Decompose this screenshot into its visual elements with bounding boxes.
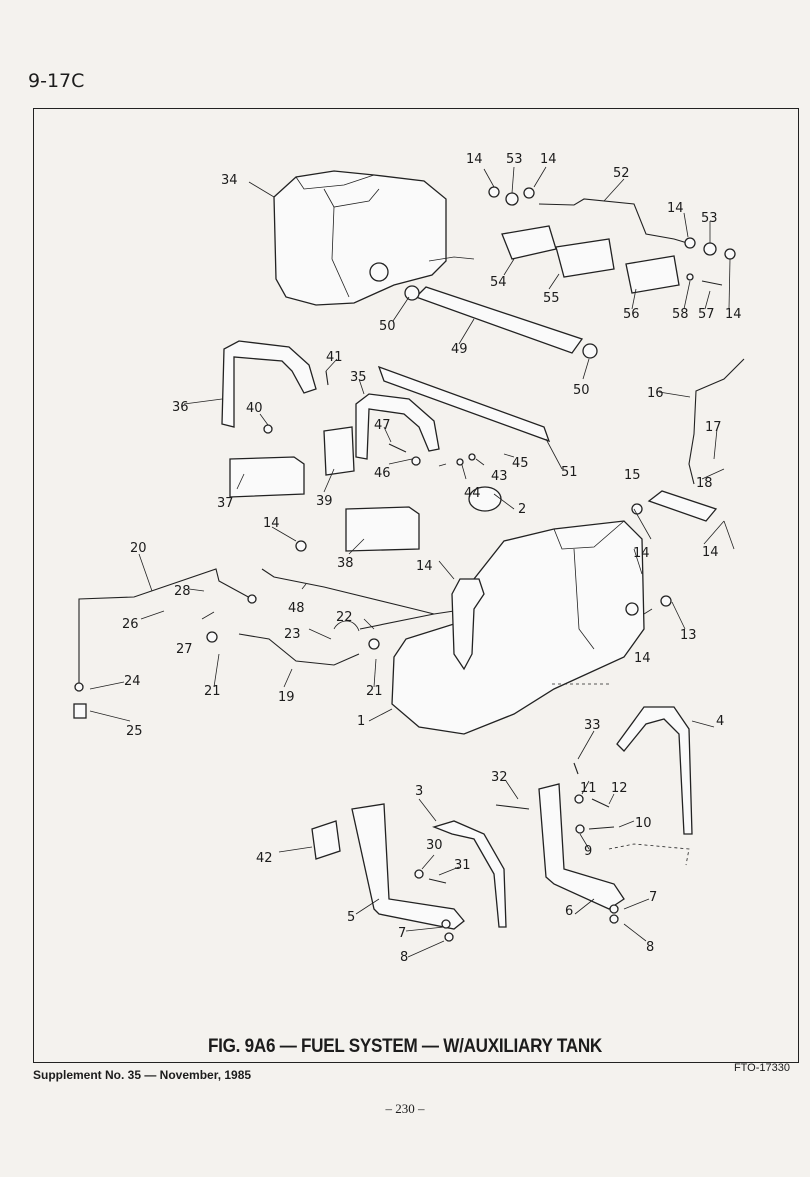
svg-text:23: 23 — [284, 627, 301, 642]
svg-text:26: 26 — [122, 617, 139, 632]
svg-text:14: 14 — [634, 651, 651, 666]
svg-text:14: 14 — [725, 307, 742, 322]
svg-text:46: 46 — [374, 466, 391, 481]
lower-straps — [311, 683, 693, 930]
svg-text:49: 49 — [451, 342, 468, 357]
svg-text:34: 34 — [221, 173, 238, 188]
svg-text:6: 6 — [565, 904, 573, 919]
svg-text:7: 7 — [398, 926, 406, 941]
svg-text:33: 33 — [584, 718, 601, 733]
svg-text:30: 30 — [426, 838, 443, 853]
svg-text:53: 53 — [506, 152, 523, 167]
svg-text:9: 9 — [584, 844, 592, 859]
page-number: – 230 – — [385, 1101, 425, 1116]
svg-text:5: 5 — [347, 910, 355, 925]
svg-text:42: 42 — [256, 851, 273, 866]
hose — [404, 285, 598, 359]
svg-text:7: 7 — [649, 890, 657, 905]
svg-text:53: 53 — [701, 211, 718, 226]
fuel-lines — [78, 358, 745, 689]
svg-text:45: 45 — [512, 456, 529, 471]
svg-text:14: 14 — [540, 152, 557, 167]
svg-text:14: 14 — [466, 152, 483, 167]
svg-text:38: 38 — [337, 556, 354, 571]
fittings — [488, 186, 736, 286]
tank-brackets — [501, 225, 680, 294]
svg-text:28: 28 — [174, 584, 191, 599]
svg-text:14: 14 — [416, 559, 433, 574]
svg-text:39: 39 — [316, 494, 333, 509]
svg-text:43: 43 — [491, 469, 508, 484]
main-tank — [391, 486, 672, 735]
svg-text:51: 51 — [561, 465, 578, 480]
svg-text:20: 20 — [130, 541, 147, 556]
svg-text:37: 37 — [217, 496, 234, 511]
svg-text:36: 36 — [172, 400, 189, 415]
svg-text:27: 27 — [176, 642, 193, 657]
svg-text:4: 4 — [716, 714, 724, 729]
figure-caption: FIG. 9A6 — FUEL SYSTEM — W/AUXILIARY TAN… — [207, 1036, 602, 1057]
svg-text:2: 2 — [518, 502, 526, 517]
svg-text:22: 22 — [336, 610, 353, 625]
svg-text:48: 48 — [288, 601, 305, 616]
leader-lines — [89, 166, 735, 958]
svg-text:8: 8 — [400, 950, 408, 965]
svg-text:13: 13 — [680, 628, 697, 643]
svg-text:10: 10 — [635, 816, 652, 831]
svg-text:35: 35 — [350, 370, 367, 385]
svg-text:3: 3 — [415, 784, 423, 799]
svg-text:54: 54 — [490, 275, 507, 290]
svg-text:24: 24 — [124, 674, 141, 689]
svg-text:56: 56 — [623, 307, 640, 322]
fuel-line — [538, 198, 695, 246]
svg-text:50: 50 — [573, 383, 590, 398]
svg-text:47: 47 — [374, 418, 391, 433]
svg-text:16: 16 — [647, 386, 664, 401]
tank-straps — [221, 340, 551, 552]
svg-text:1: 1 — [357, 714, 365, 729]
svg-text:19: 19 — [278, 690, 295, 705]
svg-text:18: 18 — [696, 476, 713, 491]
svg-text:14: 14 — [263, 516, 280, 531]
svg-text:14: 14 — [667, 201, 684, 216]
svg-text:21: 21 — [204, 684, 221, 699]
svg-text:31: 31 — [454, 858, 471, 873]
svg-text:14: 14 — [633, 546, 650, 561]
svg-text:52: 52 — [613, 166, 630, 181]
svg-text:17: 17 — [705, 420, 722, 435]
svg-text:58: 58 — [672, 307, 689, 322]
figure-frame — [33, 108, 799, 1063]
page-code: 9-17C — [28, 70, 85, 92]
svg-text:57: 57 — [698, 307, 715, 322]
svg-text:8: 8 — [646, 940, 654, 955]
svg-text:25: 25 — [126, 724, 143, 739]
figure-reference: FTO-17330 — [733, 1062, 790, 1074]
svg-text:21: 21 — [366, 684, 383, 699]
svg-text:44: 44 — [464, 486, 481, 501]
svg-text:55: 55 — [543, 291, 560, 306]
auxiliary-tank — [273, 170, 475, 306]
svg-text:14: 14 — [702, 545, 719, 560]
svg-text:12: 12 — [611, 781, 628, 796]
svg-text:50: 50 — [379, 319, 396, 334]
supplement-note: Supplement No. 35 — November, 1985 — [33, 1068, 252, 1082]
svg-text:15: 15 — [624, 468, 641, 483]
svg-text:32: 32 — [491, 770, 508, 785]
svg-text:41: 41 — [326, 350, 343, 365]
svg-text:40: 40 — [246, 401, 263, 416]
svg-text:11: 11 — [580, 781, 597, 796]
fasteners — [73, 370, 619, 942]
